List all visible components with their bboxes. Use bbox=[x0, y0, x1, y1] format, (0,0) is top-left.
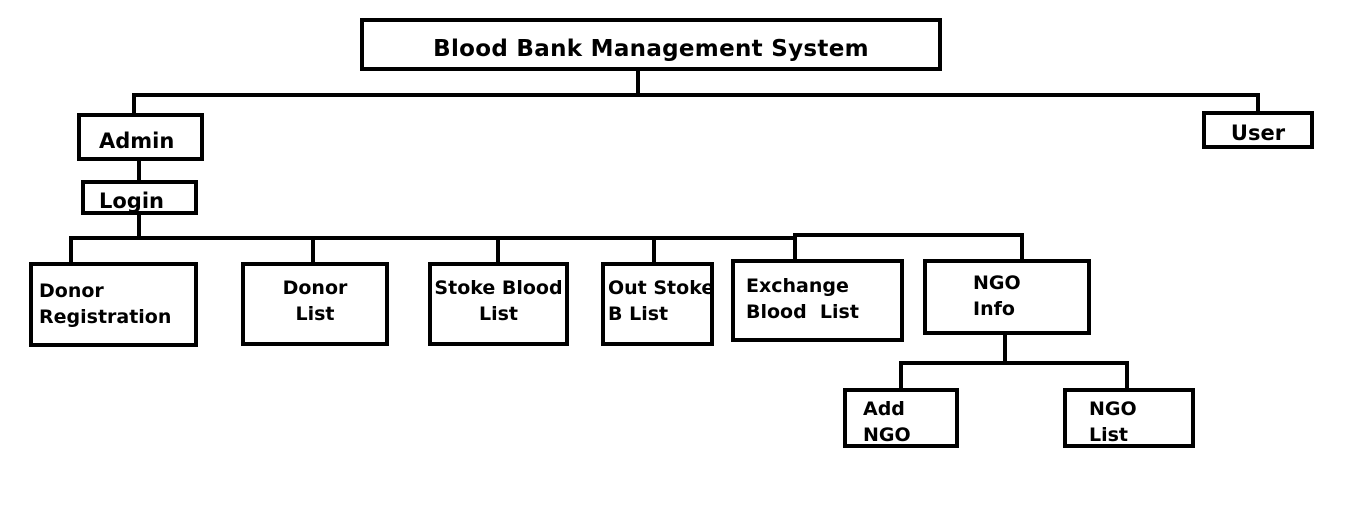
connector-drop-ngo-info bbox=[1020, 233, 1024, 261]
node-root-label: Blood Bank Management System bbox=[433, 36, 869, 62]
node-root-blood-bank-management-system[interactable]: Blood Bank Management System bbox=[360, 18, 942, 71]
node-login[interactable]: Login bbox=[81, 180, 198, 215]
connector-admin-login bbox=[137, 159, 141, 182]
connector-root-stub bbox=[636, 70, 640, 95]
node-out-stoke-b-list-label: Out Stoke B List bbox=[608, 277, 715, 326]
node-admin[interactable]: Admin bbox=[77, 113, 204, 161]
connector-drop-add-ngo bbox=[899, 361, 903, 390]
connector-drop-ngo-list bbox=[1125, 361, 1129, 390]
node-donor-list[interactable]: Donor List bbox=[241, 262, 389, 346]
connector-ngo-sub-bus bbox=[899, 361, 1129, 365]
node-stoke-blood-list-label: Stoke Blood List bbox=[434, 277, 563, 326]
node-donor-registration[interactable]: Donor Registration bbox=[29, 262, 198, 347]
node-ngo-list[interactable]: NGO List bbox=[1063, 388, 1195, 448]
node-login-label: Login bbox=[99, 189, 164, 213]
node-ngo-info-label: NGO Info bbox=[973, 272, 1021, 321]
node-ngo-info[interactable]: NGO Info bbox=[923, 259, 1091, 335]
node-exchange-blood-list[interactable]: Exchange Blood List bbox=[731, 259, 904, 342]
node-exchange-blood-list-label: Exchange Blood List bbox=[746, 275, 859, 324]
node-ngo-list-label: NGO List bbox=[1089, 398, 1137, 447]
node-admin-label: Admin bbox=[99, 129, 175, 153]
connector-drop-donor-list bbox=[311, 236, 315, 264]
connector-drop-donor-registration bbox=[69, 236, 73, 264]
connector-level2-bus-right bbox=[793, 233, 1024, 237]
node-user-label: User bbox=[1230, 121, 1286, 145]
node-out-stoke-b-list[interactable]: Out Stoke B List bbox=[601, 262, 714, 346]
connector-admin-drop bbox=[132, 93, 136, 115]
connector-user-drop bbox=[1256, 93, 1260, 113]
node-user[interactable]: User bbox=[1202, 111, 1314, 149]
node-add-ngo[interactable]: Add NGO bbox=[843, 388, 959, 448]
connector-level2-bus-left bbox=[69, 236, 797, 240]
node-donor-list-label: Donor List bbox=[282, 277, 348, 326]
connector-drop-exchange-blood-list bbox=[793, 233, 797, 261]
connector-level1-bus bbox=[132, 93, 1260, 97]
node-add-ngo-label: Add NGO bbox=[863, 398, 911, 447]
connector-login-stub bbox=[137, 213, 141, 238]
connector-ngo-info-stub bbox=[1003, 333, 1007, 363]
node-donor-registration-label: Donor Registration bbox=[39, 280, 172, 329]
connector-drop-stoke-blood-list bbox=[496, 236, 500, 264]
connector-drop-out-stoke-b-list bbox=[652, 236, 656, 264]
node-stoke-blood-list[interactable]: Stoke Blood List bbox=[428, 262, 569, 346]
